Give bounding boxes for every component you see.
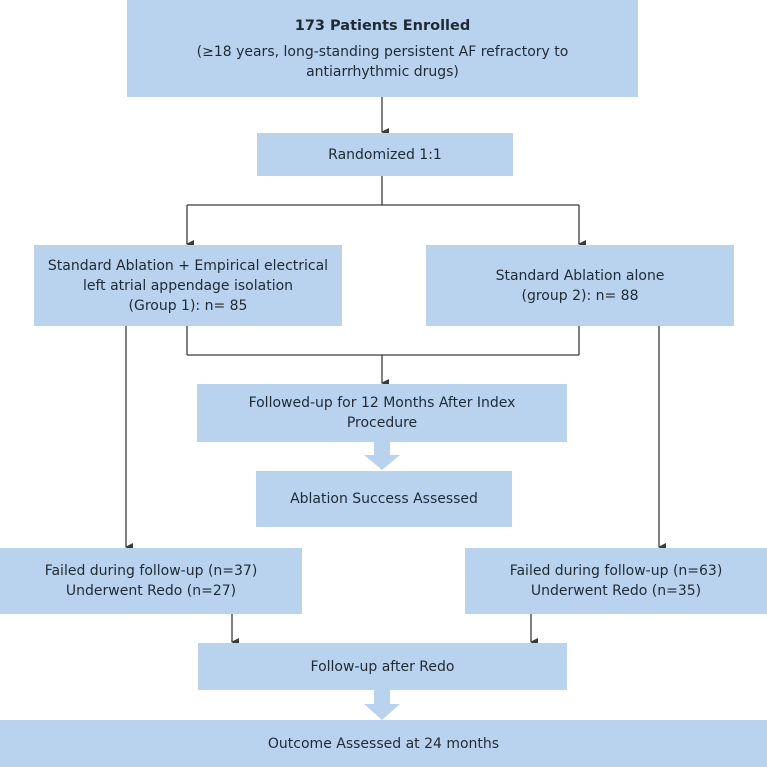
group2-box: Standard Ablation alone (group 2): n= 88 [426, 245, 734, 326]
outcome-label: Outcome Assessed at 24 months [267, 735, 500, 752]
enrolled-criteria-line2: antiarrhythmic drugs) [306, 63, 459, 80]
group1-line3: (Group 1): n= 85 [128, 297, 248, 314]
failed2-line1: Failed during follow-up (n=63) [509, 563, 723, 579]
outcome-box: Outcome Assessed at 24 months [0, 720, 767, 767]
enrolled-criteria-line1: (≥18 years, long-standing persistent AF … [196, 43, 569, 60]
failed-group2-box: Failed during follow-up (n=63) Underwent… [465, 548, 767, 614]
redo-followup-box: Follow-up after Redo [198, 643, 567, 690]
redo-followup-label: Follow-up after Redo [310, 658, 455, 675]
group1-line1: Standard Ablation + Empirical electrical [47, 257, 329, 274]
failed2-line2: Underwent Redo (n=35) [530, 583, 702, 599]
enrolled-box: 173 Patients Enrolled (≥18 years, long-s… [127, 0, 638, 97]
group1-line2: left atrial appendage isolation [82, 277, 294, 294]
followup-line2: Procedure [346, 415, 418, 431]
failed-group1-box: Failed during follow-up (n=37) Underwent… [0, 548, 302, 614]
group1-box: Standard Ablation + Empirical electrical… [34, 245, 342, 326]
randomized-label: Randomized 1:1 [328, 146, 442, 163]
randomized-box: Randomized 1:1 [257, 133, 513, 176]
group2-line2: (group 2): n= 88 [521, 287, 639, 304]
success-label: Ablation Success Assessed [290, 491, 478, 507]
group2-line1: Standard Ablation alone [495, 267, 665, 284]
followup-line1: Followed-up for 12 Months After Index [248, 395, 516, 411]
enrolled-title: 173 Patients Enrolled [294, 17, 471, 34]
followup-box: Followed-up for 12 Months After Index Pr… [197, 384, 567, 442]
block-arrow-redo-to-outcome [364, 690, 400, 720]
failed1-line2: Underwent Redo (n=27) [65, 583, 237, 599]
failed1-line1: Failed during follow-up (n=37) [44, 563, 258, 579]
block-arrow-followup-to-success [364, 442, 400, 470]
success-box: Ablation Success Assessed [256, 471, 512, 527]
